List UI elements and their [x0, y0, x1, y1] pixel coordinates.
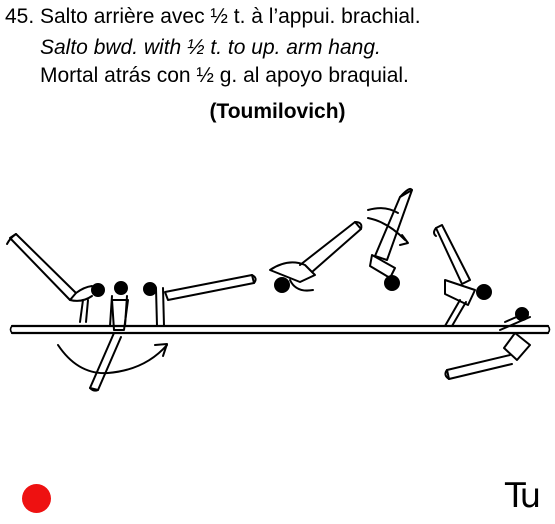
element-code: Tu: [505, 476, 541, 516]
element-name-english: Salto bwd. with ½ t. to up. arm hang.: [40, 36, 381, 59]
gymnast-name: (Toumilovich): [209, 100, 346, 123]
rotation-arrow: [57, 343, 168, 375]
element-name-spanish: Mortal atrás con ½ g. al apoyo braquial.: [40, 64, 409, 87]
gymnast-figure-7: [444, 307, 531, 380]
element-name-french: Salto arrière avec ½ t. à l’appui. brach…: [40, 5, 421, 28]
gymnast-figure-2: [89, 281, 129, 392]
gymnast-figure-6: [433, 224, 492, 327]
parallel-bars: [9, 324, 551, 335]
gymnast-figure-5: [367, 187, 413, 291]
difficulty-red-dot-icon: [22, 484, 51, 513]
gymnast-figure-4: [269, 221, 363, 293]
gymnast-figure-3: [143, 274, 257, 327]
gymnast-figure-1: [6, 233, 105, 323]
element-number: 45.: [5, 5, 35, 28]
